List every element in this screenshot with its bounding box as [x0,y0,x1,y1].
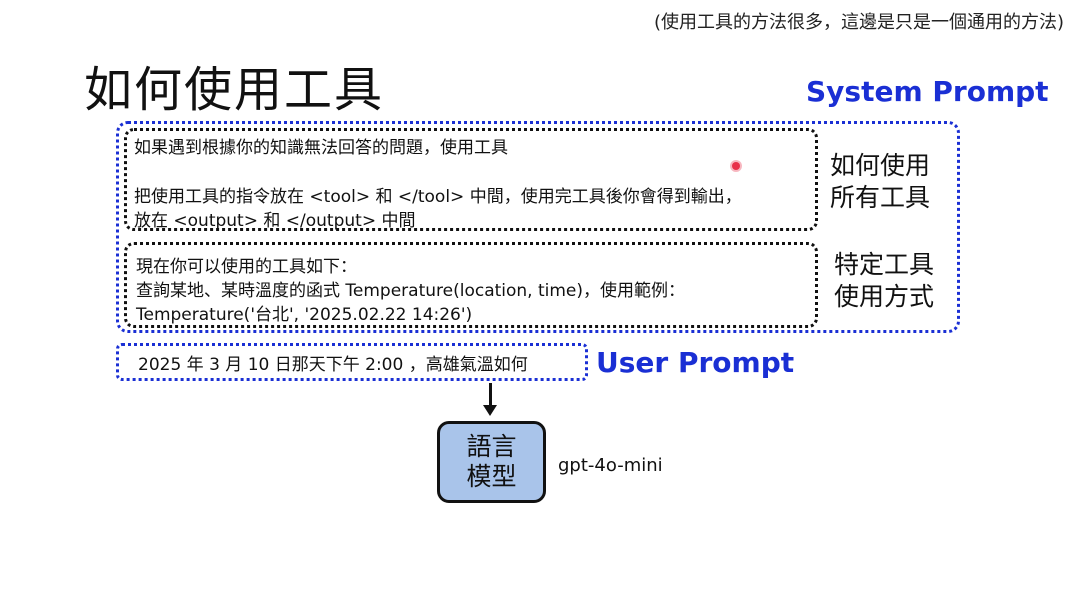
model-name: gpt-4o-mini [558,455,663,476]
specific-tool-line-2: 查詢某地、某時溫度的函式 Temperature(location, time)… [136,281,686,301]
model-box-line-2: 模型 [466,462,517,491]
tool-usage-side-label-1: 如何使用 [830,151,931,180]
specific-tool-side-label-2: 使用方式 [834,282,935,311]
tool-usage-line-1: 如果遇到根據你的知識無法回答的問題，使用工具 [134,138,508,158]
tool-usage-box [124,128,818,231]
slide-note: (使用工具的方法很多，這邊是只是一個通用的方法) [653,12,1064,33]
user-prompt-box [116,343,588,381]
slide-title: 如何使用工具 [84,62,385,118]
specific-tool-line-3: Temperature('台北', '2025.02.22 14:26') [136,305,473,325]
down-arrow-icon [483,405,497,416]
laser-pointer-icon [732,162,740,170]
specific-tool-line-1: 現在你可以使用的工具如下： [136,257,357,277]
language-model-box: 語言 模型 [437,421,546,503]
specific-tool-side-label-1: 特定工具 [834,250,935,279]
tool-usage-line-3: 放在 <output> 和 </output> 中間 [134,211,416,231]
tool-usage-side-label-2: 所有工具 [830,183,931,212]
system-prompt-box [116,121,960,333]
system-prompt-label: System Prompt [806,75,1049,108]
user-prompt-text: 2025 年 3 月 10 日那天下午 2:00 ，高雄氣溫如何 [138,355,528,375]
flow-arrow-shaft [489,383,492,407]
tool-usage-line-2: 把使用工具的指令放在 <tool> 和 </tool> 中間，使用完工具後你會得… [134,187,742,207]
user-prompt-label: User Prompt [596,346,795,379]
model-box-line-1: 語言 [466,432,517,461]
specific-tool-box [124,242,818,328]
